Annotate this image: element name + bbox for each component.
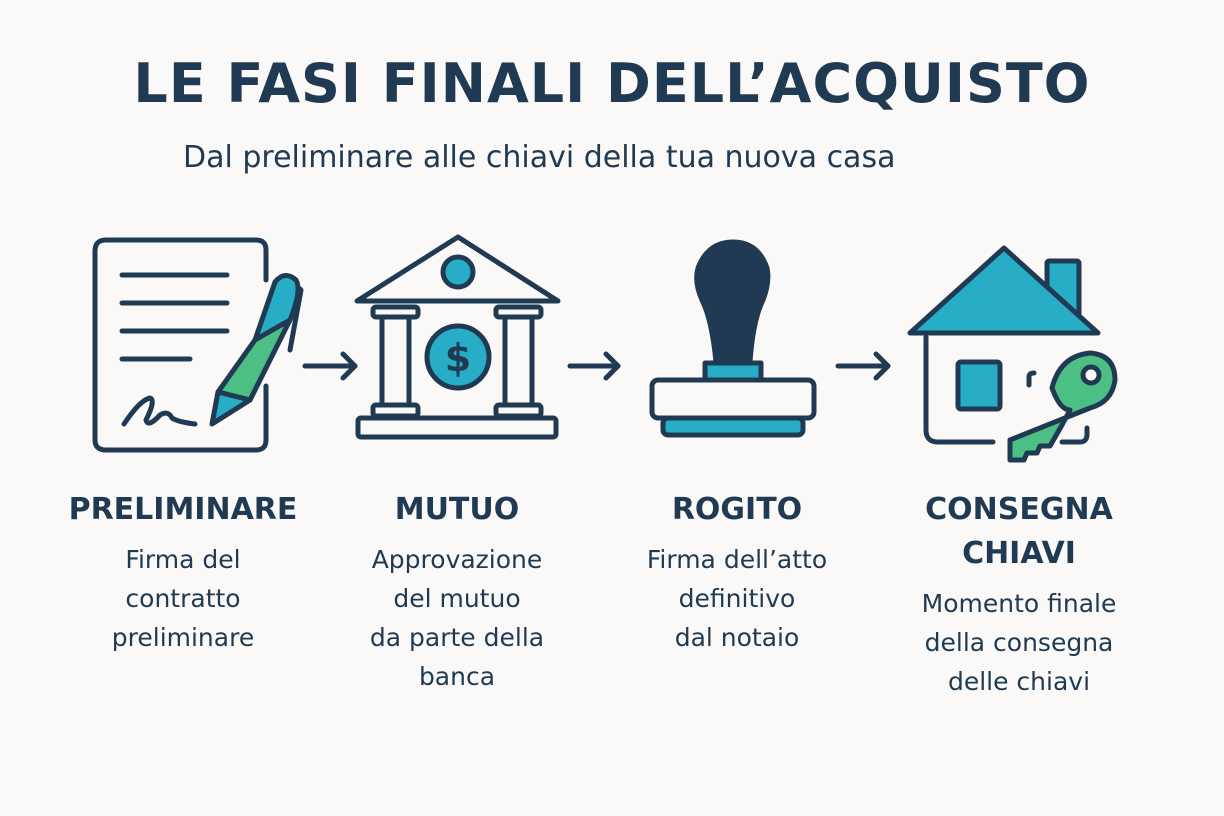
arrow-right-icon: [302, 351, 358, 381]
step-label: MUTUO: [394, 492, 520, 527]
arrow-right-icon: [835, 351, 891, 381]
arrow-right-icon: [567, 351, 621, 381]
house-key-icon: [907, 245, 1118, 463]
step-rogito: ROGITO Firma dell’atto definitivo dal no…: [607, 488, 867, 657]
step-description: Momento finale della consegna delle chia…: [921, 589, 1117, 696]
step-label: PRELIMINARE: [68, 492, 298, 527]
step-consegna-chiavi: CONSEGNA CHIAVI Momento finale della con…: [889, 488, 1149, 701]
step-mutuo: MUTUO Approvazione del mutuo da parte de…: [327, 488, 587, 696]
contract-pen-icon: [92, 237, 304, 453]
step-description: Firma dell’atto definitivo dal notaio: [646, 545, 828, 652]
step-description: Firma del contratto preliminare: [111, 545, 255, 652]
page-subtitle: Dal preliminare alle chiavi della tua nu…: [183, 140, 896, 175]
step-preliminare: PRELIMINARE Firma del contratto prelimin…: [53, 488, 313, 657]
stamp-icon: [649, 239, 817, 438]
page-title: LE FASI FINALI DELL’ACQUISTO: [133, 52, 1091, 115]
step-description: Approvazione del mutuo da parte della ba…: [369, 545, 545, 691]
step-label: CONSEGNA CHIAVI: [925, 492, 1113, 571]
svg-text:$: $: [445, 336, 471, 380]
bank-icon: $: [354, 234, 561, 440]
step-label: ROGITO: [671, 492, 803, 527]
